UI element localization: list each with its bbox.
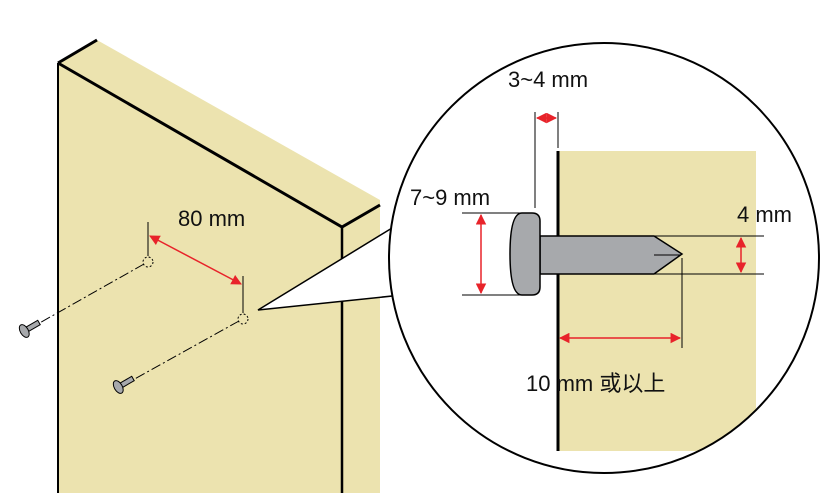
lower-hole bbox=[237, 313, 249, 325]
head-diameter-label: 7~9 mm bbox=[410, 185, 490, 210]
head-gap-label: 3~4 mm bbox=[508, 67, 588, 92]
embed-depth-label: 10 mm 或以上 bbox=[526, 371, 665, 396]
magnified-view bbox=[462, 112, 764, 451]
hole-spacing-label: 80 mm bbox=[178, 206, 245, 231]
screw-icon bbox=[18, 319, 41, 338]
screw-cross-section bbox=[509, 212, 684, 296]
wall-section bbox=[558, 151, 756, 451]
dimension-arrows bbox=[475, 112, 747, 344]
screw-icon bbox=[112, 375, 135, 394]
screw-guide-lines bbox=[35, 263, 240, 382]
shank-diameter-label: 4 mm bbox=[737, 202, 792, 227]
magnified-view-border bbox=[388, 42, 820, 474]
extension-lines bbox=[462, 112, 764, 348]
hole-spacing-dimension bbox=[147, 222, 244, 313]
